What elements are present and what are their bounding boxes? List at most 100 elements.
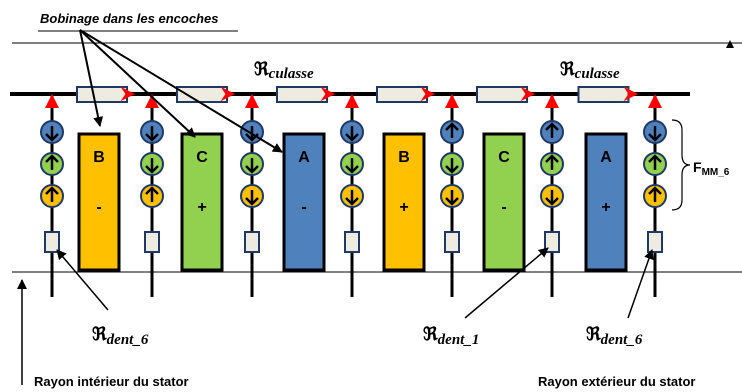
slot-phase-label: C <box>196 149 208 166</box>
flux-right-arrow-icon <box>220 86 236 102</box>
tooth <box>340 94 364 297</box>
arrow-down-icon <box>345 165 359 174</box>
slot-sign-label: + <box>197 199 206 216</box>
flux-up-arrow-icon <box>245 94 259 108</box>
arrow-up-icon <box>648 186 662 195</box>
slot-phase-label: A <box>600 149 612 166</box>
yoke-label-right: ℜculasse <box>560 59 620 82</box>
slot-winding <box>482 132 526 272</box>
arrow-up-icon <box>545 122 559 131</box>
pointer-arrow-b <box>79 29 104 127</box>
arrow-up-icon <box>45 186 59 195</box>
arrow-down-icon <box>45 133 59 142</box>
tooth <box>643 94 667 297</box>
yoke-reluctance <box>577 86 630 103</box>
slot-b: B- <box>77 132 121 272</box>
yoke-reluctance <box>176 86 228 103</box>
tooth-reluctance <box>144 231 160 253</box>
pointer-arrow-a <box>79 29 283 153</box>
tooth-label-dent6-left: ℜdent_6 <box>92 324 149 348</box>
tooth <box>40 94 64 297</box>
slot-b: B+ <box>382 132 426 272</box>
slot-a: A- <box>282 132 326 272</box>
arrow-down-icon <box>345 197 359 206</box>
flux-right-arrow-icon <box>520 86 536 102</box>
mmf-label: FMM_6 <box>693 159 730 178</box>
winding-label: Bobinage dans les encoches <box>40 11 218 26</box>
slot-winding <box>77 132 121 272</box>
arrow-up-icon <box>545 154 559 163</box>
arrow-down-icon <box>445 197 459 206</box>
tooth-reluctance <box>444 231 460 253</box>
slot-sign-label: + <box>399 199 408 216</box>
yoke-reluctance <box>376 86 428 103</box>
mmf-brace <box>671 119 691 211</box>
slot-phase-label: A <box>298 149 310 166</box>
arrow-down-icon <box>145 133 159 142</box>
tooth <box>240 94 264 297</box>
flux-right-arrow-icon <box>320 86 336 102</box>
arrow-down-icon <box>545 197 559 206</box>
flux-up-arrow-icon <box>445 94 459 108</box>
tooth-reluctance <box>544 231 560 253</box>
pointer-arrow-c <box>79 29 196 138</box>
pointer-arrow-dent6-left <box>56 249 109 311</box>
arrow-down-icon <box>648 133 662 142</box>
flux-right-arrow-icon <box>420 86 436 102</box>
flux-up-arrow-icon <box>648 94 662 108</box>
tooth-label-dent1: ℜdent_1 <box>423 324 479 348</box>
tooth-reluctance <box>344 231 360 253</box>
yoke-reluctance <box>76 86 128 103</box>
slot-winding <box>180 132 224 272</box>
arrow-down-icon <box>245 165 259 174</box>
pointer-arrow-dent6-right <box>627 249 654 319</box>
winding-pointer-arrows <box>79 29 283 153</box>
yoke-label-left: ℜculasse <box>254 59 314 82</box>
slot-phase-label: B <box>93 149 105 166</box>
slot-sign-label: + <box>601 199 610 216</box>
flux-up-arrow-icon <box>545 94 559 108</box>
slot-phase-label: C <box>498 149 510 166</box>
arrow-down-icon <box>345 133 359 142</box>
flux-up-arrow-icon <box>345 94 359 108</box>
arrow-up-icon <box>445 122 459 131</box>
corner-arrow-icon <box>726 40 734 48</box>
flux-right-arrow-icon <box>120 86 136 102</box>
slot-sign-label: - <box>301 199 306 216</box>
slot-c: C+ <box>180 132 224 272</box>
arrow-down-icon <box>245 197 259 206</box>
slot-a: A+ <box>584 132 628 272</box>
pointer-arrow-dent1 <box>464 247 549 319</box>
tooth <box>440 94 464 297</box>
yoke-reluctance <box>276 86 328 103</box>
yoke-reluctance <box>476 86 528 103</box>
slot-sign-label: - <box>501 199 506 216</box>
slots: B-C+A-B+C-A+ <box>77 132 628 272</box>
tooth-label-dent6-right: ℜdent_6 <box>586 324 643 348</box>
tooth-reluctance <box>44 231 60 253</box>
slot-sign-label: - <box>96 199 101 216</box>
arrow-up-icon <box>648 154 662 163</box>
flux-up-arrow-icon <box>45 94 59 108</box>
arrow-up-icon <box>45 154 59 163</box>
arrow-down-icon <box>145 165 159 174</box>
slot-c: C- <box>482 132 526 272</box>
tooth-reluctance <box>647 231 663 253</box>
flux-right-arrow-icon <box>623 86 639 102</box>
outer-radius-label: Rayon extérieur du stator <box>538 374 696 389</box>
slot-winding <box>282 132 326 272</box>
arrow-down-icon <box>445 165 459 174</box>
tooth <box>540 94 564 297</box>
flux-up-arrow-icon <box>145 94 159 108</box>
yoke-reluctances <box>76 86 639 103</box>
slot-phase-label: B <box>398 149 410 166</box>
tooth-reluctance <box>244 231 260 253</box>
arrow-up-icon <box>145 186 159 195</box>
inner-radius-label: Rayon intérieur du stator <box>34 374 189 389</box>
teeth <box>40 94 667 297</box>
slot-winding <box>382 132 426 272</box>
tooth <box>140 94 164 297</box>
slot-winding <box>584 132 628 272</box>
